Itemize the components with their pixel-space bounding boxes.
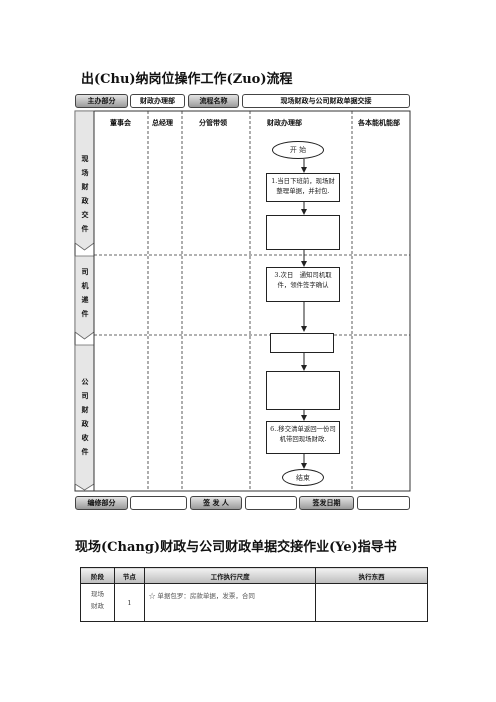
end-node: 结束 (282, 469, 324, 486)
dept-label: 主办部分 (75, 94, 128, 108)
cell-stage: 现场 财政 (80, 583, 115, 622)
cell-node: 1 (113, 583, 145, 622)
step-5-box (266, 371, 340, 410)
step-3-box: 3.次日 通知司机取件，领件签字确认 (266, 267, 340, 302)
col-leader: 分管带领 (199, 118, 227, 127)
guide-table: 阶段 节点 工作执行尺度 执行东西 现场 财政 1 ☆ 单据包罗：房款单据，发票… (80, 567, 428, 622)
issue-date-value (357, 496, 410, 510)
header-stage: 阶段 (80, 567, 115, 584)
cell-tool (315, 583, 428, 622)
guide-title: 现场(Chang)财政与公司财政单据交接作业(Ye)指导书 (75, 540, 397, 555)
dept-value: 财政办理部 (130, 94, 185, 108)
lane-arrow-1 (74, 110, 95, 251)
issuer-value (245, 496, 297, 510)
start-node: 开 始 (272, 141, 324, 159)
edit-dept-label: 编修部分 (75, 496, 128, 510)
col-depts: 各本能机能部 (358, 118, 400, 127)
process-name-value: 现场财政与公司财政单据交接 (242, 94, 410, 108)
header-tool: 执行东西 (315, 567, 428, 584)
lane-arrow-2 (74, 255, 95, 340)
step-4-box (270, 333, 334, 353)
flow-title: 出(Chu)纳岗位操作工作(Zuo)流程 (81, 72, 293, 87)
process-name-label: 流程名称 (188, 94, 239, 108)
header-node: 节点 (113, 567, 145, 584)
lane-label-site-finance: 现 场 财 政 交 件 (81, 154, 89, 233)
step-6-box: 6..移交清单返回一份司机带回现场财政. (266, 421, 340, 454)
header-standard: 工作执行尺度 (143, 567, 317, 584)
col-finance: 财政办理部 (267, 118, 302, 127)
step-2-box (266, 215, 340, 250)
lane-label-company-finance: 公 司 财 政 收 件 (81, 377, 89, 456)
edit-dept-value (130, 496, 187, 510)
col-board: 董事会 (110, 118, 131, 127)
lane-arrow-3 (74, 344, 95, 491)
table-row: 现场 财政 1 ☆ 单据包罗：房款单据，发票，合同 (80, 583, 428, 622)
cell-standard: ☆ 单据包罗：房款单据，发票，合同 (143, 583, 317, 622)
issuer-label: 签 发 人 (190, 496, 242, 510)
issue-date-label: 签发日期 (299, 496, 354, 510)
lane-label-driver: 司 机 递 件 (81, 267, 89, 318)
guide-table-header-row: 阶段 节点 工作执行尺度 执行东西 (80, 567, 428, 584)
col-gm: 总经理 (152, 118, 173, 127)
step-1-box: 1.当日下班前，现场财整理单据，并封包. (266, 173, 340, 202)
